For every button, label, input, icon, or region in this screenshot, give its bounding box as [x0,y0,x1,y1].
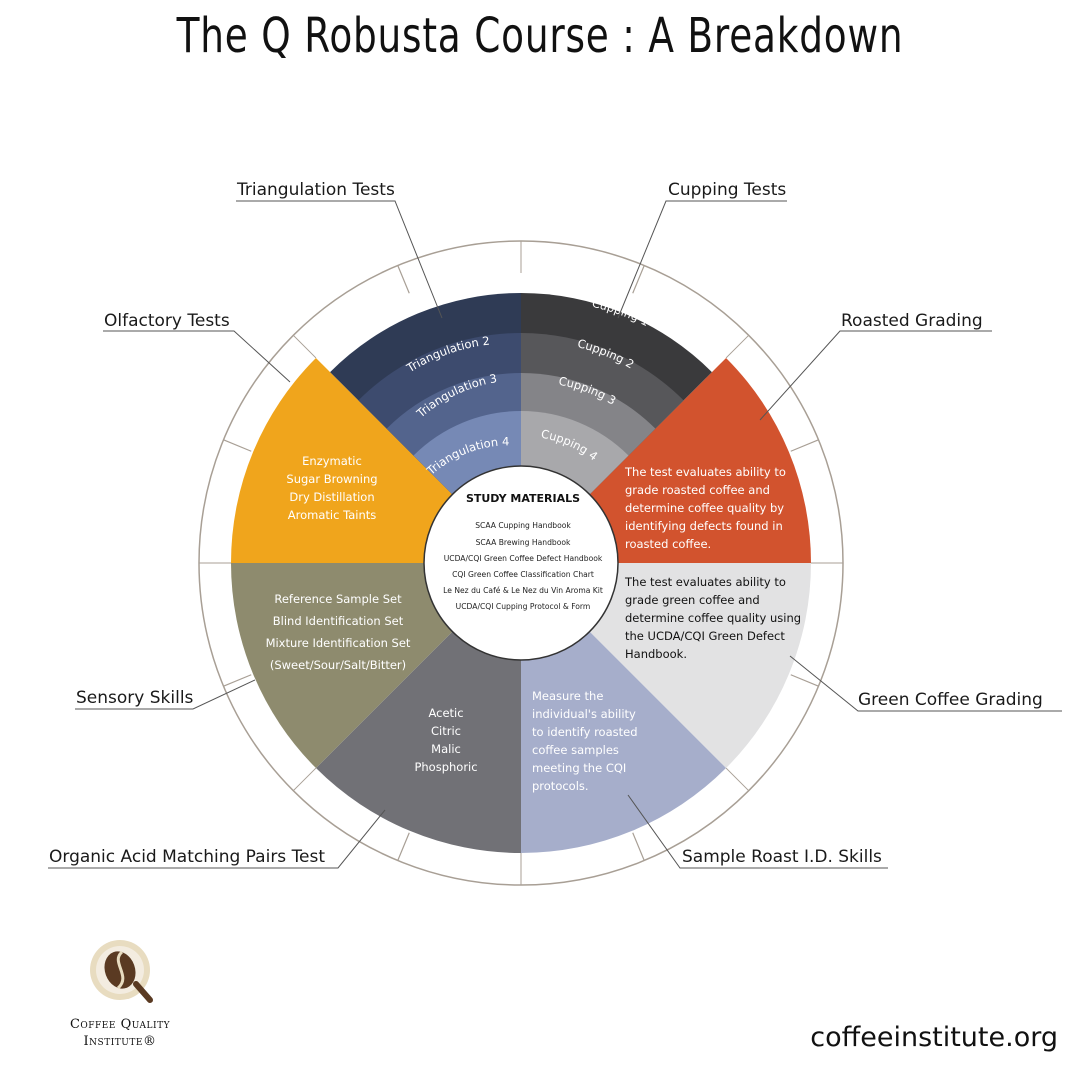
ring-divider [292,334,317,359]
roasted-grading-line: determine coffee quality by [625,501,784,515]
sensory-skills-label: Sensory Skills [76,688,194,708]
green-grading-line: The test evaluates ability to [624,575,786,589]
sample-roast-line: individual's ability [532,707,636,721]
sensory-item: Blind Identification Set [273,614,404,628]
olfactory-item: Enzymatic [302,454,362,468]
triangulation-tests-label: Triangulation Tests [236,180,395,200]
ring-ticks [199,241,843,885]
sample-roast-label: Sample Roast I.D. Skills [682,847,882,867]
page-title: The Q Robusta Course : A Breakdown [176,8,904,64]
sample-roast-line: to identify roasted [532,725,638,739]
roasted-grading-line: grade roasted coffee and [625,483,770,497]
study-material-item: SCAA Brewing Handbook [476,538,571,547]
sensory-item: Reference Sample Set [274,592,402,606]
olfactory-item: Aromatic Taints [288,508,376,522]
green-grading-description: The test evaluates ability to grade gree… [624,575,801,661]
study-material-item: UCDA/CQI Cupping Protocol & Form [456,602,591,611]
green-grading-line: determine coffee quality using [625,611,801,625]
logo-name-line1: Coffee Quality [69,1017,171,1032]
coffee-bean-q-logo-icon [90,940,153,1003]
green-grading-line: the UCDA/CQI Green Defect [625,629,785,643]
sensory-item: Mixture Identification Set [266,636,411,650]
ring-divider [725,334,750,359]
study-materials-list: SCAA Cupping Handbook SCAA Brewing Handb… [443,521,603,611]
green-grading-line: Handbook. [625,647,687,661]
ring-tick [790,439,819,452]
ring-tick [790,674,819,687]
sample-roast-line: protocols. [532,779,589,793]
sample-roast-line: meeting the CQI [532,761,626,775]
study-material-item: UCDA/CQI Green Coffee Defect Handbook [444,554,603,563]
olfactory-tests-label: Olfactory Tests [104,311,230,331]
ring-tick [223,674,252,687]
study-material-item: SCAA Cupping Handbook [475,521,571,530]
ring-divider [292,767,317,792]
roasted-grading-description: The test evaluates ability to grade roas… [624,465,786,551]
olfactory-item: Sugar Browning [286,472,377,486]
acid-item: Phosphoric [414,760,477,774]
study-material-item: CQI Green Coffee Classification Chart [452,570,594,579]
study-materials-title: STUDY MATERIALS [466,492,580,505]
cupping-tests-label: Cupping Tests [668,180,786,200]
ring-tick [223,439,252,452]
study-materials-circle [423,465,619,661]
website-link[interactable]: coffeeinstitute.org [810,1022,1058,1053]
acid-item: Citric [431,724,461,738]
roasted-grading-line: roasted coffee. [625,537,711,551]
organic-acid-label: Organic Acid Matching Pairs Test [49,847,325,867]
roasted-grading-line: The test evaluates ability to [624,465,786,479]
roasted-grading-line: identifying defects found in [625,519,783,533]
logo-name: Coffee Quality Institute® [40,1016,200,1050]
ring-tick [632,832,645,861]
sample-roast-line: coffee samples [532,743,619,757]
acid-items: Acetic Citric Malic Phosphoric [414,706,477,774]
ring-divider [725,767,750,792]
study-material-item: Le Nez du Café & Le Nez du Vin Aroma Kit [443,586,603,595]
olfactory-items: Enzymatic Sugar Browning Dry Distillatio… [286,454,377,522]
acid-item: Acetic [428,706,463,720]
ring-tick [397,265,410,294]
green-grading-line: grade green coffee and [625,593,760,607]
roasted-grading-label: Roasted Grading [841,311,983,331]
logo-name-line2: Institute® [83,1034,157,1049]
ring-tick [632,265,645,294]
sample-roast-description: Measure the individual's ability to iden… [532,689,638,793]
leader-lines [48,200,1062,869]
acid-item: Malic [431,742,461,756]
green-coffee-grading-label: Green Coffee Grading [858,690,1043,710]
sensory-item: (Sweet/Sour/Salt/Bitter) [270,658,406,672]
ring-tick [397,832,410,861]
sensory-items: Reference Sample Set Blind Identificatio… [266,592,411,672]
olfactory-item: Dry Distillation [289,490,374,504]
sample-roast-line: Measure the [532,689,603,703]
